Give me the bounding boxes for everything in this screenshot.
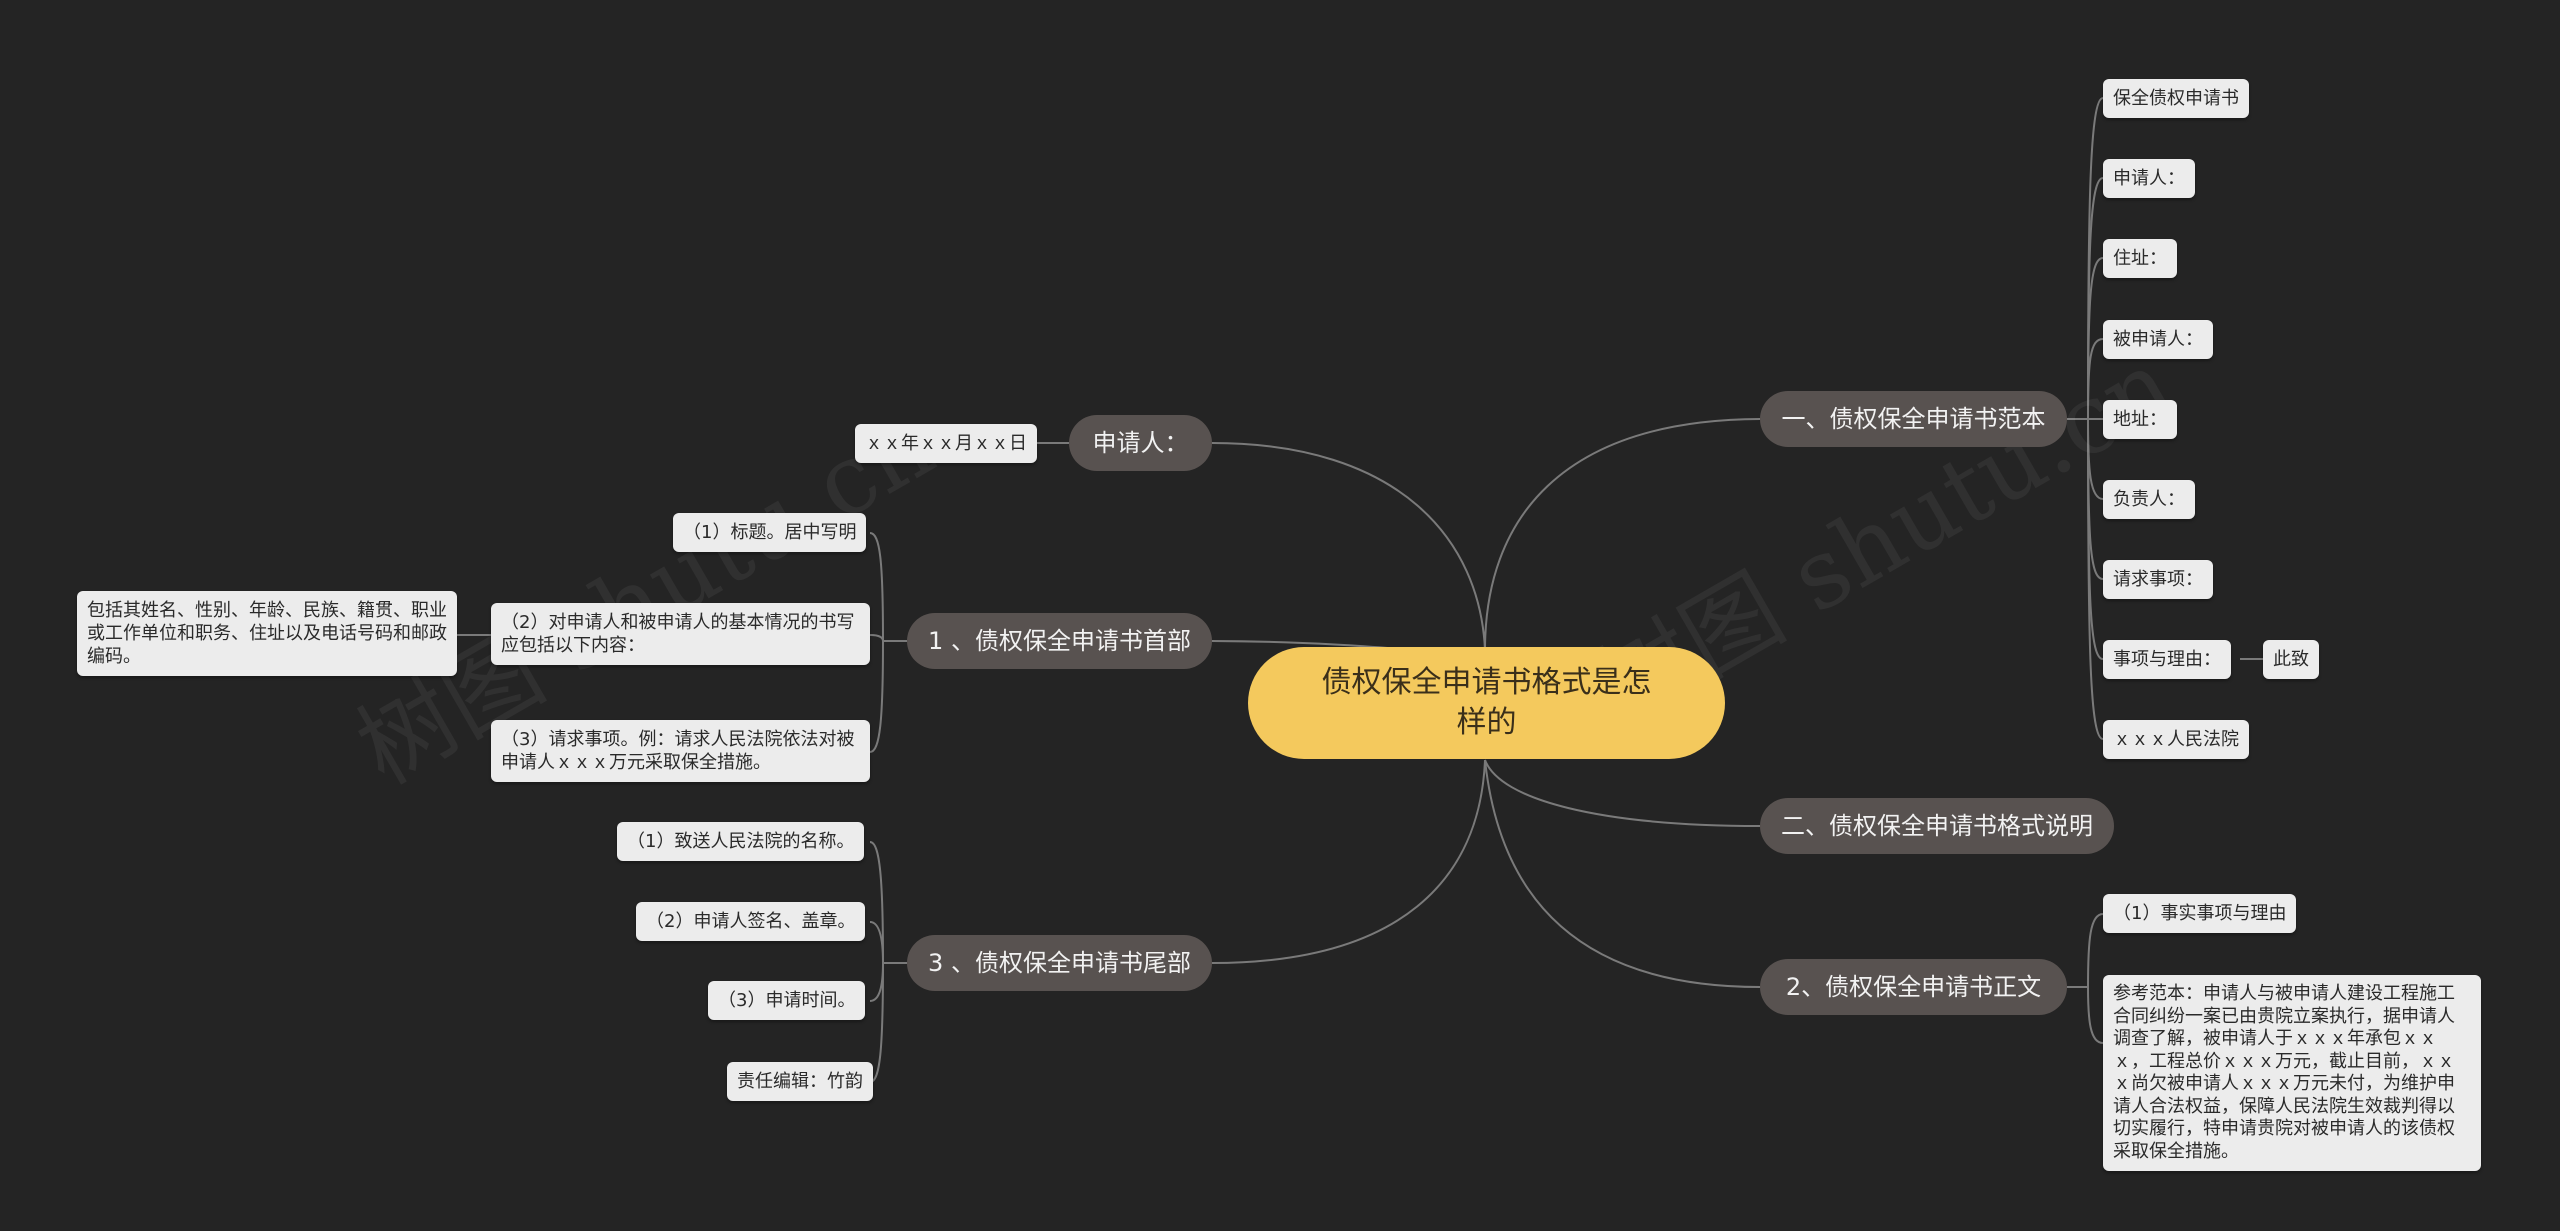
leaf-node[interactable]: 申请人： <box>2103 159 2195 198</box>
leaf-node[interactable]: 住址： <box>2103 239 2177 278</box>
leaf-node[interactable]: 地址： <box>2103 400 2177 439</box>
leaf-node[interactable]: （3）申请时间。 <box>708 981 866 1020</box>
branch-template[interactable]: 一、债权保全申请书范本 <box>1760 391 2067 447</box>
branch-format-notes[interactable]: 二、债权保全申请书格式说明 <box>1760 798 2114 854</box>
leaf-node[interactable]: 责任编辑：竹韵 <box>727 1062 873 1101</box>
leaf-node[interactable]: ｘｘ年ｘｘ月ｘｘ日 <box>855 424 1037 463</box>
leaf-node[interactable]: （1）标题。居中写明 <box>673 513 867 552</box>
branch-label: 3 、债权保全申请书尾部 <box>928 949 1191 977</box>
leaf-node[interactable]: 被申请人： <box>2103 320 2213 359</box>
root-title: 债权保全申请书格式是怎样的 <box>1321 665 1652 740</box>
branch-applicant[interactable]: 申请人： <box>1069 415 1212 471</box>
branch-label: 一、债权保全申请书范本 <box>1781 405 2046 433</box>
leaf-node[interactable]: 此致 <box>2263 640 2319 679</box>
branch-label: 1 、债权保全申请书首部 <box>928 627 1191 655</box>
leaf-node[interactable]: 保全债权申请书 <box>2103 79 2249 118</box>
branch-body[interactable]: 2、债权保全申请书正文 <box>1760 959 2067 1015</box>
leaf-node[interactable]: （1）致送人民法院的名称。 <box>617 822 865 861</box>
leaf-node[interactable]: 参考范本：申请人与被申请人建设工程施工合同纠纷一案已由贵院立案执行，据申请人调查… <box>2103 975 2481 1171</box>
leaf-node[interactable]: 请求事项： <box>2103 560 2213 599</box>
leaf-node[interactable]: （2）对申请人和被申请人的基本情况的书写应包括以下内容： <box>491 603 870 665</box>
leaf-node[interactable]: ｘｘｘ人民法院 <box>2103 720 2249 759</box>
branch-header[interactable]: 1 、债权保全申请书首部 <box>907 613 1212 669</box>
leaf-node[interactable]: 包括其姓名、性别、年龄、民族、籍贯、职业或工作单位和职务、住址以及电话号码和邮政… <box>77 591 457 676</box>
leaf-node[interactable]: （2）申请人签名、盖章。 <box>636 902 866 941</box>
leaf-node[interactable]: （1）事实事项与理由 <box>2103 894 2297 933</box>
root-topic[interactable]: 债权保全申请书格式是怎样的 <box>1248 647 1725 759</box>
leaf-node[interactable]: （3）请求事项。例：请求人民法院依法对被申请人ｘｘｘ万元采取保全措施。 <box>491 720 870 782</box>
branch-label: 2、债权保全申请书正文 <box>1785 973 2042 1001</box>
leaf-node[interactable]: 事项与理由： <box>2103 640 2231 679</box>
branch-footer[interactable]: 3 、债权保全申请书尾部 <box>907 935 1212 991</box>
branch-label: 申请人： <box>1092 429 1189 457</box>
branch-label: 二、债权保全申请书格式说明 <box>1781 812 2093 840</box>
leaf-node[interactable]: 负责人： <box>2103 480 2195 519</box>
